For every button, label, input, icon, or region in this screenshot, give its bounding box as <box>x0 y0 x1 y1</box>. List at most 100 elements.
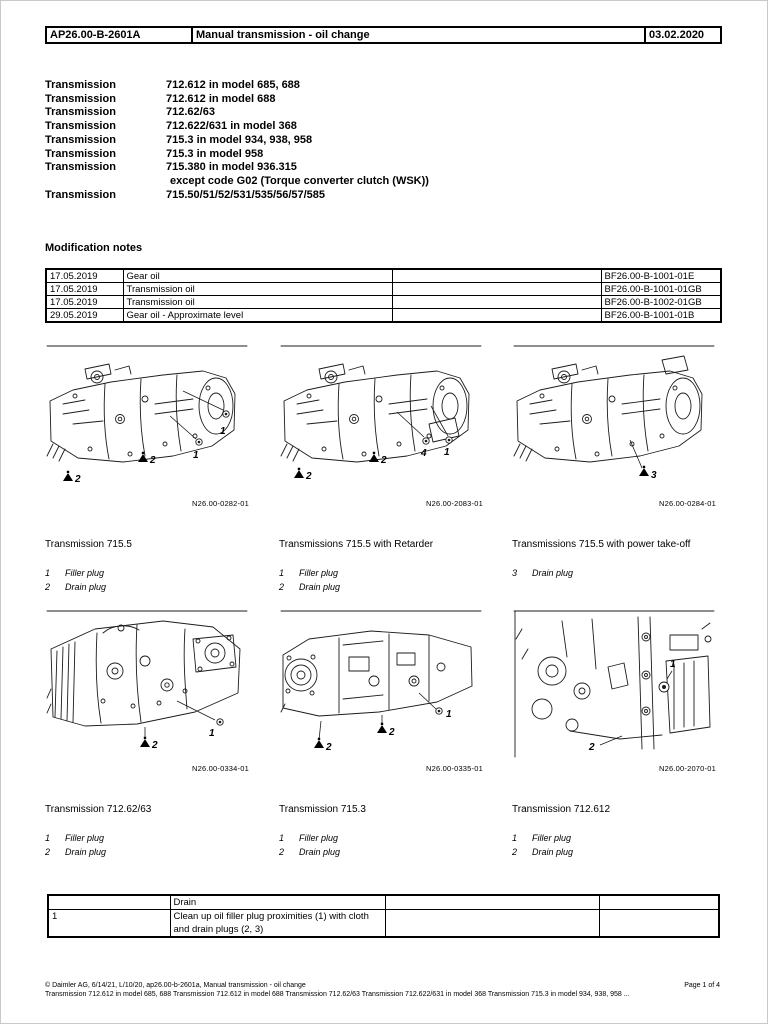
list-item: Transmission 712.622/631 in model 368 <box>45 120 429 134</box>
transmission-figure: 3 <box>513 345 715 481</box>
legend-number: 1 <box>512 833 518 843</box>
table-row: 17.05.2019 Gear oil BF26.00-B-1001-01E <box>45 268 722 283</box>
legend-text: Drain plug <box>299 582 341 592</box>
list-item: Transmission 715.3 in model 934, 938, 95… <box>45 134 429 148</box>
proc-instruction: Clean up oil filler plug proximities (1)… <box>169 909 386 938</box>
table-row: AP26.00-B-2601A Manual transmission - oi… <box>45 26 722 44</box>
legend-number: 1 <box>45 833 51 843</box>
applicability-value: 712.622/631 in model 368 <box>166 120 297 133</box>
modification-notes-table: 17.05.2019 Gear oil BF26.00-B-1001-01E 1… <box>45 268 722 323</box>
document-title: Manual transmission - oil change <box>191 26 646 44</box>
callout-label: 2 <box>388 727 395 738</box>
applicability-label: Transmission <box>45 106 116 119</box>
drain-plug-marker-icon <box>377 722 387 733</box>
transmission-figure: 1 2 2 <box>280 610 482 753</box>
applicability-value: 715.50/51/52/531/535/56/57/585 <box>166 188 326 201</box>
mod-ref: BF26.00-B-1001-01B <box>600 308 722 323</box>
figure-transmission-712-62-63: 1 2 N26.00-0334-01 <box>45 609 249 773</box>
modification-notes-heading: Modification notes <box>45 242 143 254</box>
document-code: AP26.00-B-2601A <box>45 26 193 44</box>
applicability-note: except code G02 (Torque converter clutch… <box>170 174 429 187</box>
callout-label: 1 <box>193 450 199 461</box>
legend-text: Drain plug <box>65 582 107 592</box>
proc-empty-cell <box>598 894 720 910</box>
legend-text: Drain plug <box>299 847 341 857</box>
mod-desc: Gear oil - Approximate level <box>122 308 393 323</box>
list-item: Transmission 712.612 in model 685, 688 <box>45 79 429 93</box>
figure-title: Transmission 712.612 <box>512 804 611 815</box>
legend-item: 2 Drain plug <box>279 845 499 859</box>
applicability-label: Transmission <box>45 120 116 133</box>
mod-empty-cell <box>391 308 602 323</box>
figure-transmission-715-5-pto: 3 N26.00-0284-01 <box>512 344 716 508</box>
callout-label: 2 <box>74 474 81 485</box>
legend-number: 2 <box>45 582 51 592</box>
legend-item: 1 Filler plug <box>45 566 265 580</box>
callout-label: 1 <box>444 447 450 458</box>
figure-caption: N26.00-2083-01 <box>425 499 483 508</box>
figure-title: Transmissions 715.5 with power take-off <box>512 539 691 550</box>
figure-caption-block: Transmission 715.5 1 Filler plug 2 Drain… <box>45 539 265 594</box>
drain-plug-marker-icon <box>369 451 379 462</box>
legend-number: 2 <box>279 582 285 592</box>
applicability-label: Transmission <box>45 92 116 105</box>
figure-title: Transmission 712.62/63 <box>45 804 152 815</box>
page-footer: © Daimler AG, 6/14/21, L/10/20, ap26.00-… <box>45 981 720 999</box>
legend-number: 1 <box>279 568 285 578</box>
list-item: Transmission 715.380 in model 936.315 <box>45 161 429 175</box>
figure-caption: N26.00-2070-01 <box>658 764 716 773</box>
drain-plug-marker-icon <box>294 467 304 478</box>
legend-number: 3 <box>512 568 518 578</box>
footer-line: © Daimler AG, 6/14/21, L/10/20, ap26.00-… <box>45 981 720 990</box>
transmission-figure: 1 2 <box>513 610 715 758</box>
legend-text: Filler plug <box>65 833 105 843</box>
applicability-value: 712.612 in model 685, 688 <box>166 79 300 91</box>
mod-desc: Gear oil <box>122 268 393 283</box>
legend-text: Drain plug <box>65 847 107 857</box>
legend-item: 2 Drain plug <box>279 580 499 594</box>
applicability-value: 712.612 in model 688 <box>166 92 276 105</box>
figure-caption: N26.00-0282-01 <box>191 499 249 508</box>
figure-transmission-715-5: 1 1 2 2 N26.00-0282-01 <box>45 344 249 508</box>
list-item: Transmission 712.612 in model 688 <box>45 93 429 107</box>
figure-transmission-712-612: 1 2 N26.00-2070-01 <box>512 609 716 773</box>
legend-number: 1 <box>279 833 285 843</box>
figure-caption-block: Transmission 712.612 1 Filler plug 2 Dra… <box>512 804 732 859</box>
mod-date: 29.05.2019 <box>45 308 124 323</box>
legend-text: Drain plug <box>532 847 574 857</box>
legend-item: 1 Filler plug <box>279 831 499 845</box>
legend-item: 1 Filler plug <box>512 831 732 845</box>
table-row: 29.05.2019 Gear oil - Approximate level … <box>45 308 722 323</box>
figure-caption: N26.00-0335-01 <box>425 764 483 773</box>
table-row: 1 Clean up oil filler plug proximities (… <box>47 909 720 938</box>
applicability-label: Transmission <box>45 161 116 174</box>
drain-plug-marker-icon <box>314 737 324 748</box>
legend-item: 1 Filler plug <box>279 566 499 580</box>
callout-label: 2 <box>325 742 332 753</box>
proc-empty-cell <box>384 909 600 938</box>
figure-caption: N26.00-0334-01 <box>191 764 249 773</box>
callout-label: 2 <box>149 455 156 466</box>
legend-number: 2 <box>45 847 51 857</box>
procedure-table: Drain 1 Clean up oil filler plug proximi… <box>47 894 720 938</box>
table-row: 17.05.2019 Transmission oil BF26.00-B-10… <box>45 282 722 296</box>
mod-empty-cell <box>391 282 602 296</box>
drain-plug-marker-icon <box>140 736 150 747</box>
callout-label: 1 <box>220 426 226 437</box>
figure-caption: N26.00-0284-01 <box>658 499 716 508</box>
mod-date: 17.05.2019 <box>45 295 124 309</box>
mod-ref: BF26.00-B-1001-01E <box>600 268 722 283</box>
footer-page-number: Page 1 of 4 <box>684 982 720 989</box>
transmission-figure: 4 1 2 2 <box>280 345 482 482</box>
figure-transmission-715-3: 1 2 2 N26.00-0335-01 <box>279 609 483 773</box>
document-date: 03.02.2020 <box>644 26 722 44</box>
legend-item: 2 Drain plug <box>45 845 265 859</box>
applicability-value: 715.380 in model 936.315 <box>166 161 297 174</box>
figure-transmission-715-5-retarder: 4 1 2 2 N26.00-2083-01 <box>279 344 483 508</box>
applicability-label: Transmission <box>45 147 116 160</box>
callout-label: 2 <box>151 740 158 751</box>
drain-plug-marker-icon <box>138 451 148 462</box>
legend-item: 2 Drain plug <box>45 580 265 594</box>
callout-label: 3 <box>651 470 657 481</box>
